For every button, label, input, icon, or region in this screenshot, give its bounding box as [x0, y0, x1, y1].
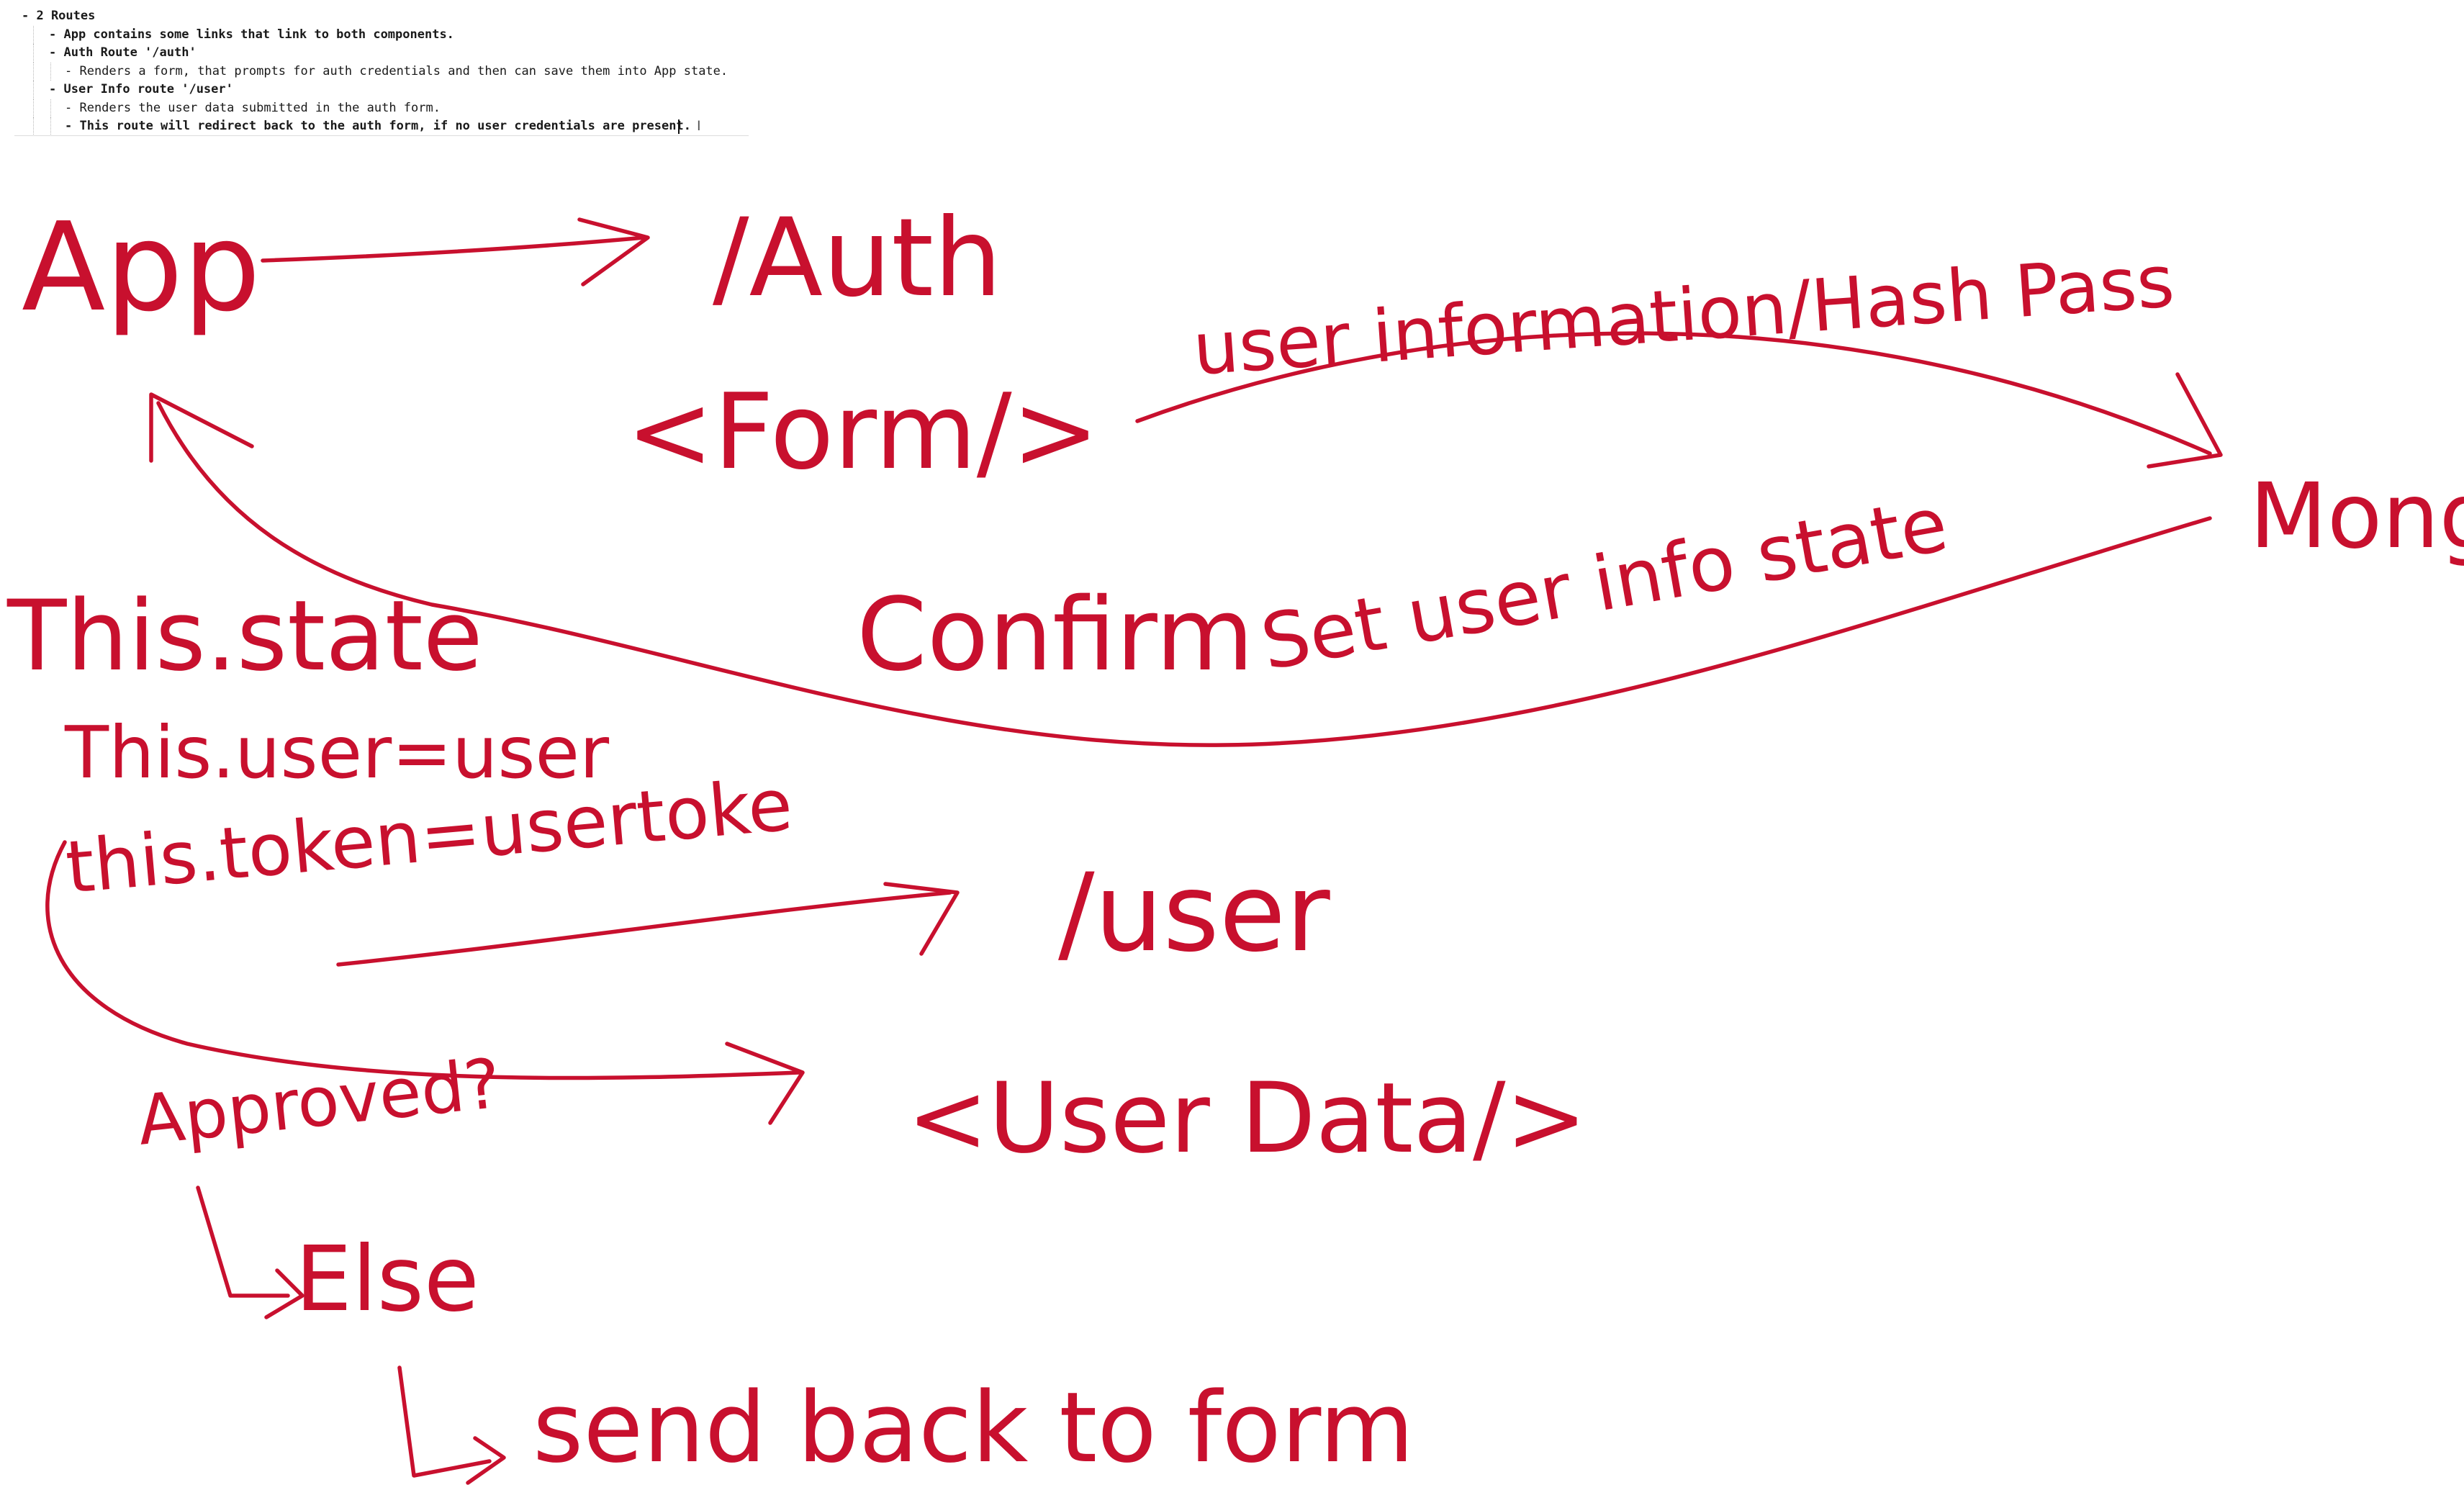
- branch-arrow-else: [196, 1186, 290, 1298]
- branch-arrow-else-head: [264, 1268, 304, 1319]
- arrow-mongo-to-app-head: [149, 392, 254, 463]
- label-database: Mongo: [2249, 464, 2464, 569]
- branch-arrow-fallback: [397, 1365, 492, 1478]
- notes-text[interactable]: - This route will redirect back to the a…: [65, 119, 691, 133]
- notes-line-routes: - 2 Routes: [14, 7, 95, 26]
- label-fallback: send back to form: [533, 1371, 1414, 1484]
- label-state-user: This.user=user: [64, 710, 610, 795]
- label-else: Else: [295, 1227, 479, 1332]
- indent-guide: [33, 25, 34, 44]
- label-auth-route: /Auth: [713, 196, 1002, 321]
- label-form-component: <Form/>: [626, 371, 1099, 493]
- indent-guide: [33, 62, 34, 81]
- indent-guide: [50, 99, 51, 117]
- notes-text: - Auth Route '/auth': [49, 45, 197, 60]
- label-flow-to-db: user information/Hash Pass: [1191, 239, 2178, 392]
- notes-text: - Renders a form, that prompts for auth …: [65, 63, 728, 78]
- notes-line-user-detail: - Renders the user data submitted in the…: [14, 99, 441, 117]
- ibeam-cursor-icon: I: [697, 118, 701, 134]
- arrow-state-to-userdata: [45, 840, 801, 1080]
- label-user-route: /user: [1058, 851, 1330, 976]
- notes-line-user-route: - User Info route '/user': [14, 81, 233, 99]
- indent-guide: [33, 44, 34, 63]
- notes-text: - User Info route '/user': [49, 82, 233, 96]
- notes-line-app: - App contains some links that link to b…: [14, 25, 454, 44]
- label-confirm: Confirm: [857, 577, 1254, 694]
- label-user-data-component: <User Data/>: [907, 1062, 1587, 1175]
- label-approved: Approved?: [134, 1044, 505, 1161]
- notes-divider: [14, 135, 749, 136]
- label-state-token: this.token=usertoke: [63, 762, 795, 910]
- label-state-heading: This.state: [6, 579, 483, 692]
- notes-line-auth-route: - Auth Route '/auth': [14, 44, 197, 63]
- indent-guide: [33, 99, 34, 117]
- notes-text: - Renders the user data submitted in the…: [65, 100, 441, 115]
- branch-arrow-fallback-head: [466, 1436, 506, 1485]
- arrow-mongo-to-app: [156, 401, 2212, 747]
- indent-guide: [50, 62, 51, 81]
- indent-guide: [50, 117, 51, 136]
- notes-text: - App contains some links that link to b…: [49, 27, 454, 42]
- arrow-app-to-auth-head: [577, 217, 650, 286]
- notes-line-auth-detail: - Renders a form, that prompts for auth …: [14, 62, 728, 81]
- text-cursor: [678, 119, 680, 134]
- label-set-state: Set user info state: [1255, 480, 1954, 687]
- notes-text: - 2 Routes: [22, 9, 96, 23]
- arrow-form-to-mongo: [1135, 331, 2212, 456]
- editor-notes: - 2 Routes - App contains some links tha…: [14, 7, 749, 137]
- indent-guide: [33, 81, 34, 99]
- arrow-state-to-userdata-head: [725, 1042, 805, 1125]
- indent-guide: [33, 117, 34, 136]
- arrow-app-to-auth: [261, 235, 646, 263]
- arrow-form-to-mongo-head: [2147, 372, 2223, 469]
- notes-line-redirect[interactable]: - This route will redirect back to the a…: [14, 117, 701, 136]
- arrow-token-to-user: [336, 890, 952, 967]
- arrow-token-to-user-head: [883, 882, 960, 956]
